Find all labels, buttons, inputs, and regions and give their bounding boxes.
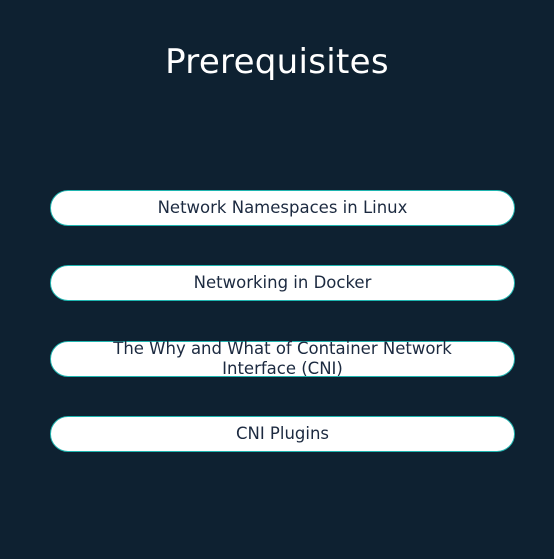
- topic-label: CNI Plugins: [235, 424, 330, 443]
- slide-title: Prerequisites: [165, 42, 389, 82]
- topic-button-network-namespaces[interactable]: Network Namespaces in Linux: [50, 190, 515, 226]
- topic-label: Network Namespaces in Linux: [157, 198, 408, 217]
- topic-label: Networking in Docker: [193, 273, 372, 292]
- topic-button-cni[interactable]: The Why and What of Container Network In…: [50, 339, 515, 378]
- topic-button-networking-in-docker[interactable]: Networking in Docker: [50, 265, 515, 301]
- topic-button-cni-plugins[interactable]: CNI Plugins: [50, 416, 515, 452]
- topic-label: The Why and What of Container Network In…: [113, 339, 452, 378]
